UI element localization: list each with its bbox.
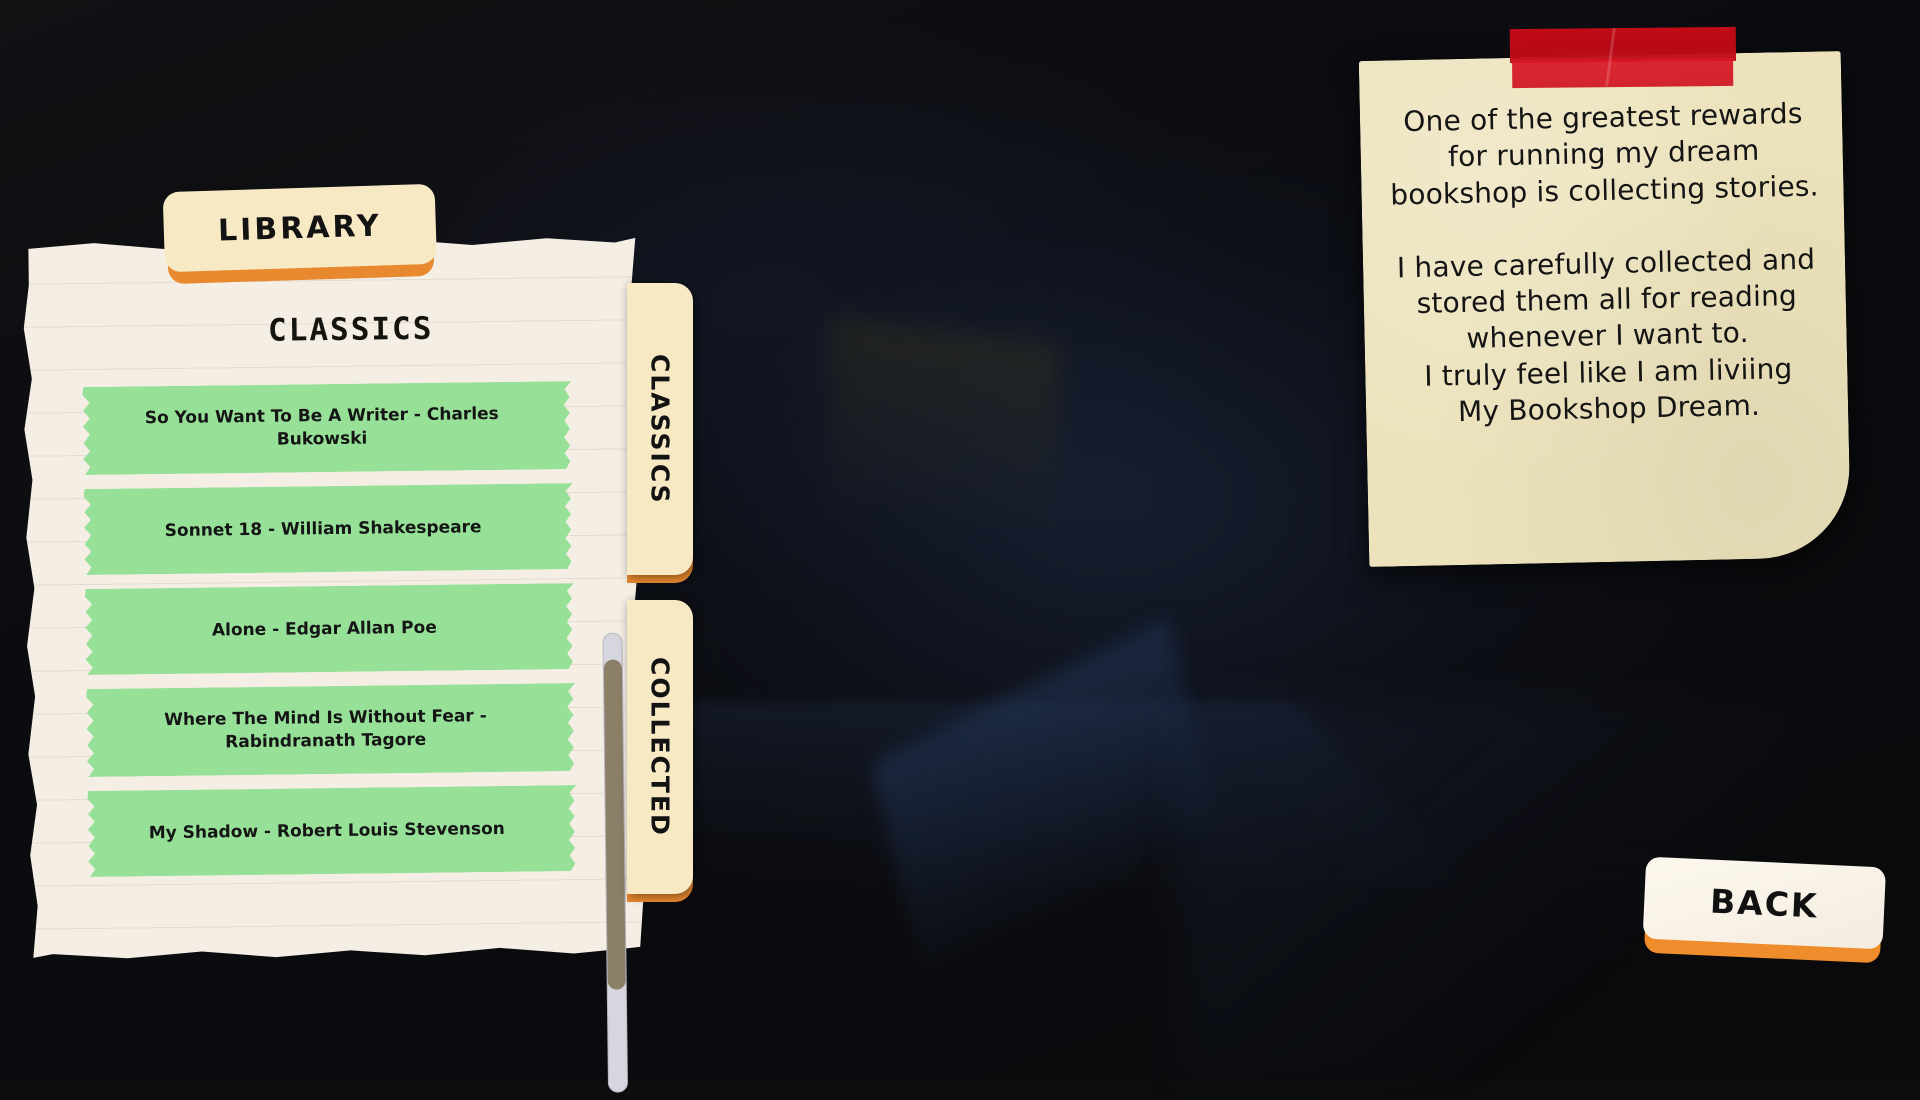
book-list-scrollbar-thumb[interactable]	[604, 659, 626, 989]
tab-face: LIBRARY	[163, 184, 437, 273]
tab-face: CLASSICS	[627, 283, 693, 575]
background-bookshelf-shape	[830, 316, 1060, 544]
background-rug-shape	[871, 619, 1220, 972]
book-list-item[interactable]: Sonnet 18 - William Shakespeare	[73, 483, 574, 575]
notepad-content: CLASSICS So You Want To Be A Writer - Ch…	[20, 234, 649, 964]
sticky-note-text: One of the greatest rewards for running …	[1380, 95, 1833, 432]
book-list-item[interactable]: Where The Mind Is Without Fear - Rabindr…	[75, 683, 576, 777]
library-title-label: LIBRARY	[217, 208, 382, 248]
category-tab-classics[interactable]: CLASSICS	[627, 283, 693, 583]
section-heading-classics: CLASSICS	[21, 308, 641, 352]
library-title-tab: LIBRARY	[163, 184, 438, 284]
back-button[interactable]: BACK	[1642, 857, 1886, 964]
red-tape-icon	[1510, 27, 1737, 87]
book-list-item[interactable]: Alone - Edgar Allan Poe	[74, 583, 575, 675]
book-list-item[interactable]: So You Want To Be A Writer - Charles Buk…	[71, 381, 572, 475]
back-button-label: BACK	[1709, 881, 1819, 925]
button-face: BACK	[1643, 857, 1886, 950]
book-title: Sonnet 18 - William Shakespeare	[165, 516, 482, 543]
book-title: Alone - Edgar Allan Poe	[212, 616, 437, 642]
sticky-note: One of the greatest rewards for running …	[1359, 51, 1851, 567]
tape-lower-strip	[1512, 58, 1733, 88]
book-list: So You Want To Be A Writer - Charles Buk…	[71, 381, 577, 891]
category-tab-collected-label: COLLECTED	[646, 657, 675, 837]
category-tab-classics-label: CLASSICS	[646, 354, 675, 505]
book-title: My Shadow - Robert Louis Stevenson	[149, 818, 505, 845]
category-tab-collected[interactable]: COLLECTED	[627, 600, 693, 902]
book-list-scrollbar[interactable]	[602, 632, 628, 1092]
book-title: Where The Mind Is Without Fear - Rabindr…	[105, 705, 546, 756]
book-title: So You Want To Be A Writer - Charles Buk…	[102, 403, 543, 454]
tab-face: COLLECTED	[627, 600, 693, 894]
book-list-item[interactable]: My Shadow - Robert Louis Stevenson	[76, 785, 577, 877]
library-notepad-panel: CLASSICS So You Want To Be A Writer - Ch…	[20, 234, 649, 964]
